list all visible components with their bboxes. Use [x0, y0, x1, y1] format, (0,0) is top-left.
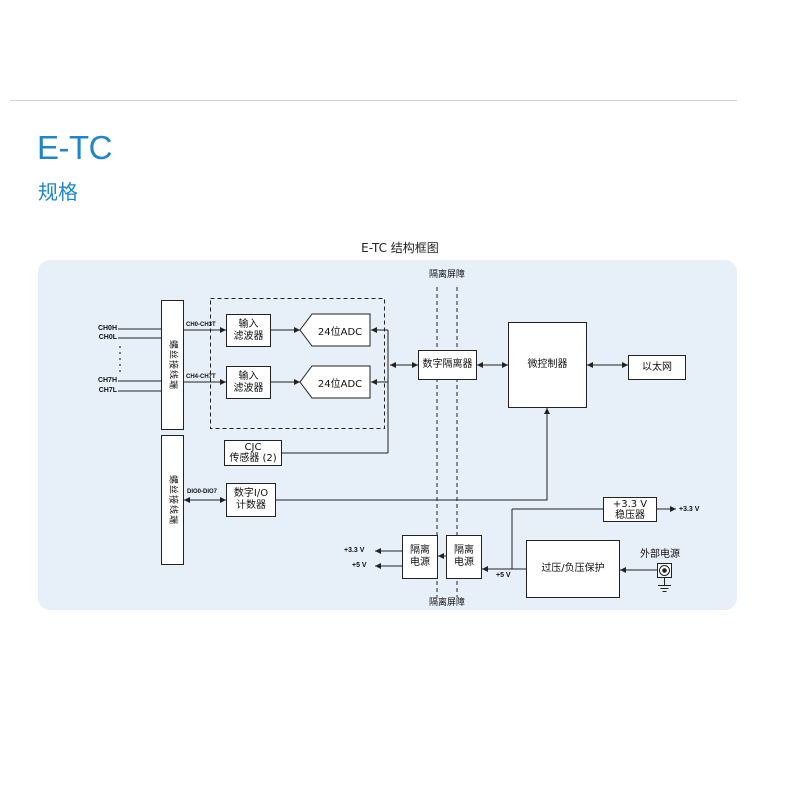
isolated-output-5v-label: +5 V [352, 562, 367, 569]
isolation-barrier-label-top: 隔离屏障 [428, 270, 465, 280]
screw-terminal-digital: 螺丝接线端 [161, 435, 184, 565]
voltage-regulator-label-line1: +3.3 V [612, 498, 648, 510]
input-filter-label-line1: 输入 [238, 318, 259, 330]
isolated-output-3v3-label: +3.3 V [344, 547, 365, 554]
isolated-power-label-line1: 隔离 [410, 545, 430, 556]
overvoltage-protection: 过压/负压保护 [526, 540, 620, 598]
ground-icon [658, 577, 671, 592]
channel-ellipsis [119, 346, 121, 372]
channel-group-label-2: CH4-CH7T [186, 374, 216, 380]
channel-label-ch7l: CH7L [98, 387, 117, 394]
digital-io-counter-label-line2: 计数器 [236, 500, 266, 511]
channel-label-ch7h: CH7H [97, 377, 117, 384]
microcontroller-label: 微控制器 [527, 359, 568, 370]
screw-terminal-label: 螺丝接线端 [167, 339, 178, 390]
isolated-power-supply-1: 隔离 电源 [402, 535, 438, 579]
isolated-power-label-line2: 电源 [454, 557, 474, 568]
page-title: E-TC [37, 129, 113, 166]
screw-terminal-label: 螺丝接线端 [167, 474, 178, 525]
input-filter-label-line2: 滤波器 [233, 330, 264, 342]
input-filter-label-line1: 输入 [238, 370, 259, 382]
channel-label-ch0l: CH0L [98, 334, 117, 341]
digital-io-counter: 数字I/O 计数器 [226, 483, 276, 517]
cjc-sensor: CJC 传感器 (2) [224, 440, 282, 466]
cjc-sensor-label-line1: CJC [244, 442, 262, 453]
input-filter-1: 输入 滤波器 [226, 314, 271, 347]
external-power-label: 外部电源 [640, 549, 680, 560]
adc-shape-2 [299, 365, 371, 399]
diagram-caption: E-TC 结构框图 [361, 241, 439, 255]
isolation-barrier-label-bottom: 隔离屏障 [428, 598, 465, 608]
channel-group-label-1: CH0-CH3T [186, 322, 216, 328]
power-jack-icon [657, 563, 672, 578]
regulator-output-label: +3.3 V [679, 506, 700, 513]
voltage-regulator: +3.3 V 稳压器 [603, 497, 657, 522]
screw-terminal-analog: 螺丝接线端 [161, 300, 184, 430]
digital-isolator: 数字隔离器 [418, 350, 477, 380]
page-subtitle: 规格 [38, 180, 78, 204]
microcontroller: 微控制器 [508, 322, 587, 408]
overvoltage-protection-label: 过压/负压保护 [541, 563, 605, 574]
dio-to-microcontroller-line [276, 408, 550, 501]
adc-label-2: 24位ADC [317, 378, 363, 390]
adc-group-outline [210, 298, 385, 429]
input-filter-label-line2: 滤波器 [233, 382, 264, 394]
header-rule [10, 100, 737, 101]
isolated-power-supply-2: 隔离 电源 [446, 535, 482, 579]
ethernet-port: 以太网 [628, 355, 686, 380]
adc-label-1: 24位ADC [317, 326, 363, 338]
dio-label: DIO0-DIO7 [187, 489, 218, 495]
channel-label-ch0h: CH0H [97, 325, 117, 332]
digital-io-counter-label-line1: 数字I/O [233, 488, 269, 499]
ethernet-label: 以太网 [642, 361, 672, 373]
voltage-regulator-label-line2: 稳压器 [615, 509, 645, 521]
digital-isolator-label: 数字隔离器 [422, 359, 473, 370]
cjc-sensor-label-line2: 传感器 (2) [229, 453, 277, 464]
isolated-power-label-line1: 隔离 [454, 545, 474, 556]
adc-shape-1 [299, 313, 371, 347]
input-filter-2: 输入 滤波器 [226, 366, 271, 399]
supply-rail-label: +5 V [496, 572, 511, 579]
isolated-power-label-line2: 电源 [410, 557, 430, 568]
